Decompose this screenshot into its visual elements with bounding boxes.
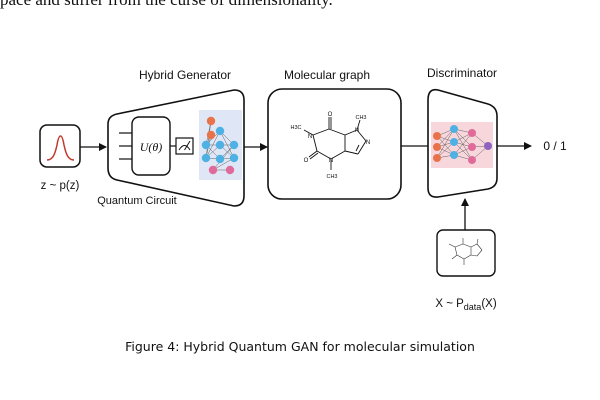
neuron-node — [206, 130, 216, 140]
neuron-node — [468, 129, 476, 137]
quantum-circuit-label: Quantum Circuit — [97, 195, 176, 207]
neuron-node — [201, 140, 211, 150]
neuron-node — [433, 143, 441, 151]
cropped-body-text: pace and suffer from the curse of dimens… — [0, 0, 600, 20]
atom-label: N — [366, 140, 370, 146]
output-label: 0 / 1 — [543, 139, 567, 153]
unitary-label: U(θ) — [140, 140, 163, 154]
atom-label: N — [329, 158, 333, 164]
neuron-node — [433, 132, 441, 140]
neuron-node — [215, 126, 225, 136]
neuron-node — [208, 165, 218, 175]
real-data-box — [436, 229, 496, 277]
atom-label: CH3 — [355, 115, 366, 121]
data-distribution-label: X ~ Pdata(X) — [435, 298, 496, 312]
gaussian-curve-icon — [46, 135, 75, 161]
discriminator-label: Discriminator — [427, 66, 497, 80]
atom-label: O — [328, 112, 333, 118]
molecule-atom-labels: O CH3 N H3C N N O N CH3 — [290, 112, 370, 180]
neuron-node — [201, 153, 211, 163]
neuron-node — [450, 125, 458, 133]
neuron-node — [450, 138, 458, 146]
atom-label: N — [308, 134, 312, 140]
neuron-node — [206, 116, 216, 126]
neuron-node — [215, 140, 225, 150]
atom-label: H3C — [290, 125, 301, 131]
neuron-node — [484, 142, 492, 150]
neuron-node — [215, 154, 225, 164]
atom-label: O — [304, 158, 309, 164]
quantum-circuit: U(θ) — [119, 116, 194, 176]
hybrid-generator-label: Hybrid Generator — [139, 68, 231, 82]
neuron-node — [433, 154, 441, 162]
atom-label: N — [355, 128, 359, 134]
neuron-node — [450, 151, 458, 159]
molecular-graph-label: Molecular graph — [284, 68, 370, 82]
generator-network — [199, 110, 242, 180]
atom-label: CH3 — [326, 174, 337, 180]
noise-input — [39, 124, 81, 168]
neuron-node — [225, 165, 235, 175]
noise-label: z ~ p(z) — [41, 180, 80, 192]
caffeine-molecule — [303, 117, 367, 170]
neuron-node — [468, 143, 476, 151]
neuron-node — [229, 140, 239, 150]
figure-caption: Figure 4: Hybrid Quantum GAN for molecul… — [125, 339, 475, 354]
discriminator-network — [431, 122, 493, 168]
neuron-node — [468, 156, 476, 164]
neuron-node — [229, 153, 239, 163]
molecular-graph-box — [267, 88, 402, 200]
real-data-molecule-icon — [448, 238, 483, 265]
